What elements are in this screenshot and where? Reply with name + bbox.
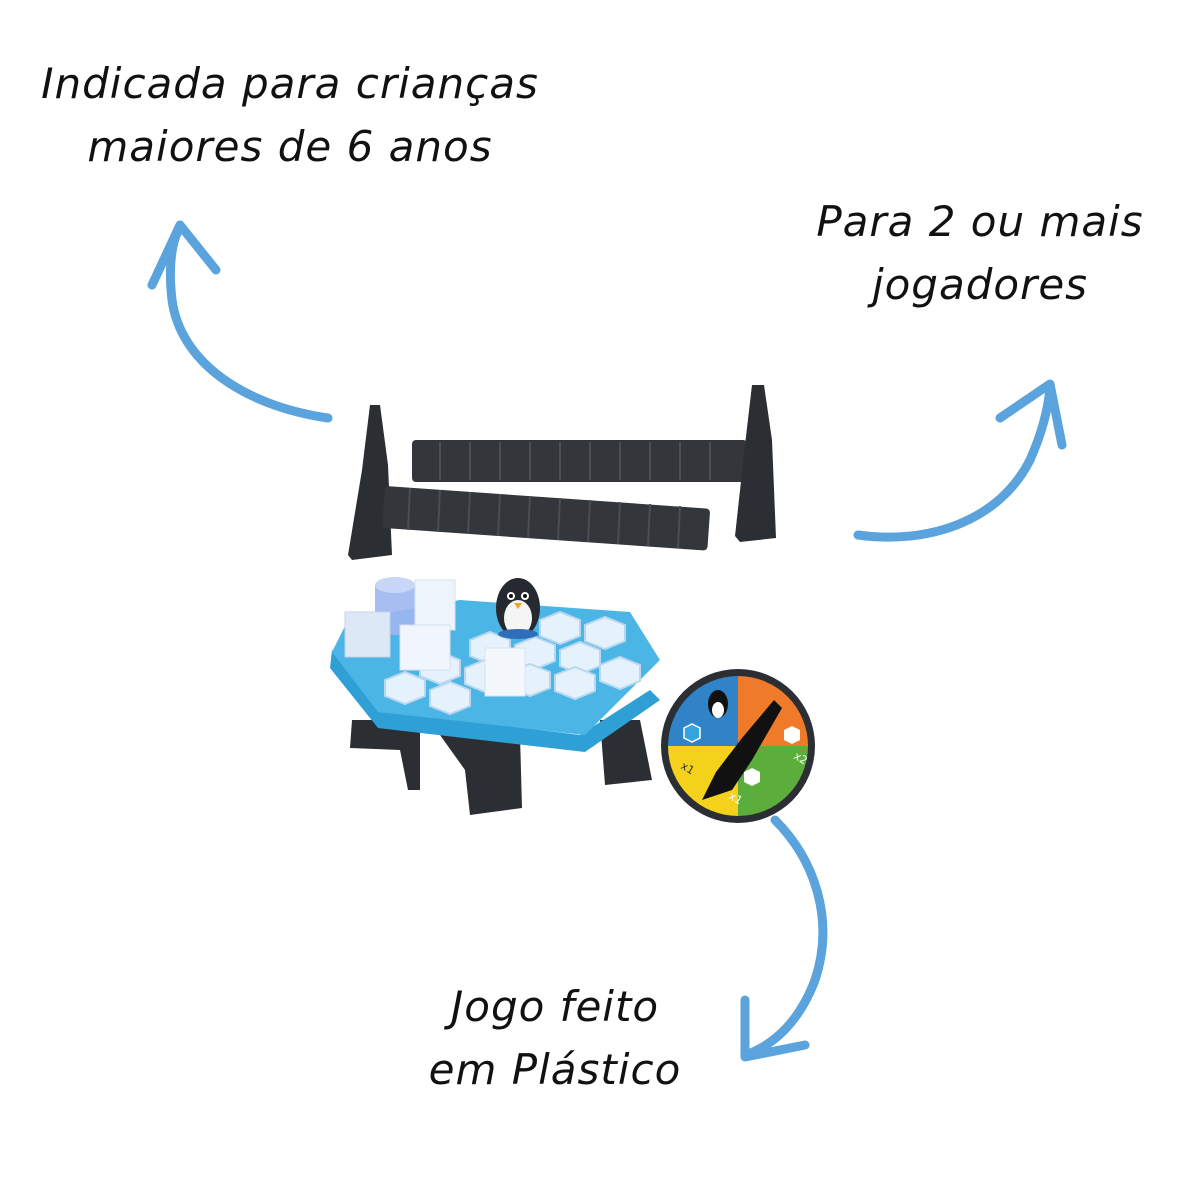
left-hammer-handle [382,486,710,551]
penguin-figure [496,578,540,639]
ice-blocks [344,577,526,697]
curved-arrow-up-icon [147,220,333,423]
spinner-label-x1-bottom: x1 [727,789,745,807]
left-hammer [348,405,710,560]
caption-players-line2: jogadores [871,260,1089,309]
caption-material: Jogo feito em Plástico [400,975,710,1101]
spinner-label-x1-left: x1 [679,759,697,777]
board-leg [350,720,420,790]
ice-board [330,577,660,815]
right-hammer-head [735,385,776,542]
board-leg [600,720,652,785]
caption-material-line1: Jogo feito [450,982,660,1031]
board-base-side [330,650,660,752]
board-leg [440,735,522,815]
caption-players-line1: Para 2 ou mais [816,197,1144,246]
spinner-wheel: x1 x1 x2 [661,669,815,823]
caption-player-count: Para 2 ou mais jogadores [800,190,1160,316]
caption-age-line2: maiores de 6 anos [87,122,493,171]
caption-age-recommendation: Indicada para crianças maiores de 6 anos [20,52,560,178]
curved-arrow-down-icon [740,815,828,1062]
caption-age-line1: Indicada para crianças [41,59,539,108]
caption-material-line2: em Plástico [428,1045,682,1094]
right-hammer [412,385,776,542]
spinner-pointer [702,700,782,800]
curved-arrow-up-right-icon [853,379,1067,542]
left-hammer-head [348,405,392,560]
right-hammer-handle [412,440,747,482]
spinner-label-x2-right: x2 [792,749,810,767]
